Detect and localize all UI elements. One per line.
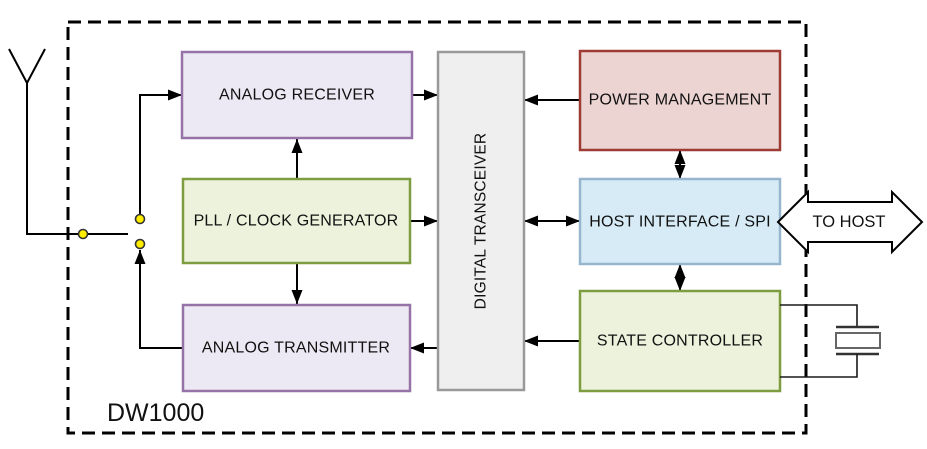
antenna-icon bbox=[8, 48, 128, 235]
antenna-feed-wire bbox=[8, 48, 128, 235]
analog-transmitter-label: ANALOG TRANSMITTER bbox=[202, 340, 390, 357]
host-interface-spi-label: HOST INTERFACE / SPI bbox=[589, 214, 771, 231]
analog-receiver-label: ANALOG RECEIVER bbox=[219, 87, 375, 104]
pll-clock-generator-label: PLL / CLOCK GENERATOR bbox=[194, 213, 399, 230]
block-state-controller: STATE CONTROLLER bbox=[578, 289, 782, 393]
to-host-label: TO HOST bbox=[812, 213, 885, 231]
crystal-body bbox=[835, 332, 881, 349]
power-management-rect bbox=[578, 49, 782, 152]
digital-transceiver-label: DIGITAL TRANSCEIVER bbox=[473, 133, 490, 310]
wire-switch-to-receiver bbox=[139, 89, 182, 214]
state-controller-label: STATE CONTROLLER bbox=[597, 333, 763, 350]
block-host-interface-spi: HOST INTERFACE / SPI bbox=[578, 177, 782, 266]
analog-transmitter-rect bbox=[181, 303, 412, 393]
power-management-label: POWER MANAGEMENT bbox=[589, 92, 772, 109]
crystal-oscillator-icon bbox=[780, 304, 881, 378]
block-analog-receiver: ANALOG RECEIVER bbox=[180, 50, 414, 140]
host-interface-spi-rect bbox=[578, 177, 782, 266]
block-power-management: POWER MANAGEMENT bbox=[578, 49, 782, 152]
block-digital-transceiver: DIGITAL TRANSCEIVER bbox=[436, 50, 526, 392]
analog-receiver-rect bbox=[180, 50, 414, 140]
digital-transceiver-rect bbox=[436, 50, 526, 392]
rf-switch-rx-dot bbox=[134, 213, 146, 225]
state-controller-rect bbox=[578, 289, 782, 393]
rf-switch-tx-dot bbox=[134, 238, 146, 250]
block-analog-transmitter: ANALOG TRANSMITTER bbox=[181, 303, 412, 393]
chip-label: DW1000 bbox=[107, 399, 204, 427]
wire-transmitter-to-switch bbox=[134, 250, 183, 349]
crystal-top-wire bbox=[780, 304, 858, 327]
to-host-arrow: TO HOST bbox=[776, 189, 924, 255]
rf-switch-dots bbox=[77, 213, 146, 250]
crystal-bottom-wire bbox=[780, 354, 858, 378]
pll-clock-generator-rect bbox=[181, 177, 412, 265]
block-pll-clock-generator: PLL / CLOCK GENERATOR bbox=[181, 177, 412, 265]
double-block-arrow bbox=[776, 189, 924, 255]
rf-switch-common-dot bbox=[77, 228, 89, 240]
